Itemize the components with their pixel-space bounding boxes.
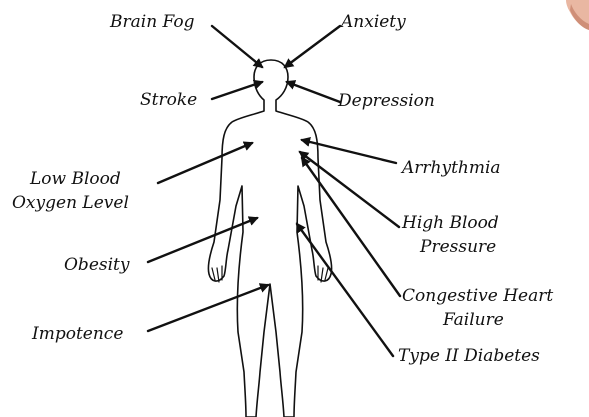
label-low-blood-line1: Low Blood: [29, 169, 121, 189]
human-body-outline: [208, 60, 331, 417]
label-type2: Type II Diabetes: [398, 346, 540, 366]
label-chf-line2: Failure: [442, 310, 504, 330]
label-impotence: Impotence: [31, 324, 123, 344]
label-chf-line1: Congestive Heart: [402, 286, 553, 306]
arrow-anxiety: [285, 26, 340, 67]
arrow-depression: [287, 82, 340, 102]
marker-hand: [566, 0, 589, 30]
label-low-blood-line2: Oxygen Level: [12, 193, 129, 213]
arrow-brain-fog: [212, 26, 262, 67]
arrow-type2: [297, 224, 393, 356]
label-obesity: Obesity: [64, 255, 130, 275]
arrow-stroke: [212, 82, 262, 99]
label-depression: Depression: [337, 91, 435, 111]
label-brain-fog: Brain Fog: [109, 12, 195, 32]
label-high-bp-line2: Pressure: [419, 237, 496, 257]
label-high-bp-line1: High Blood: [401, 213, 499, 233]
label-stroke: Stroke: [140, 90, 197, 110]
label-anxiety: Anxiety: [339, 12, 406, 32]
label-arrhythmia: Arrhythmia: [400, 158, 501, 178]
